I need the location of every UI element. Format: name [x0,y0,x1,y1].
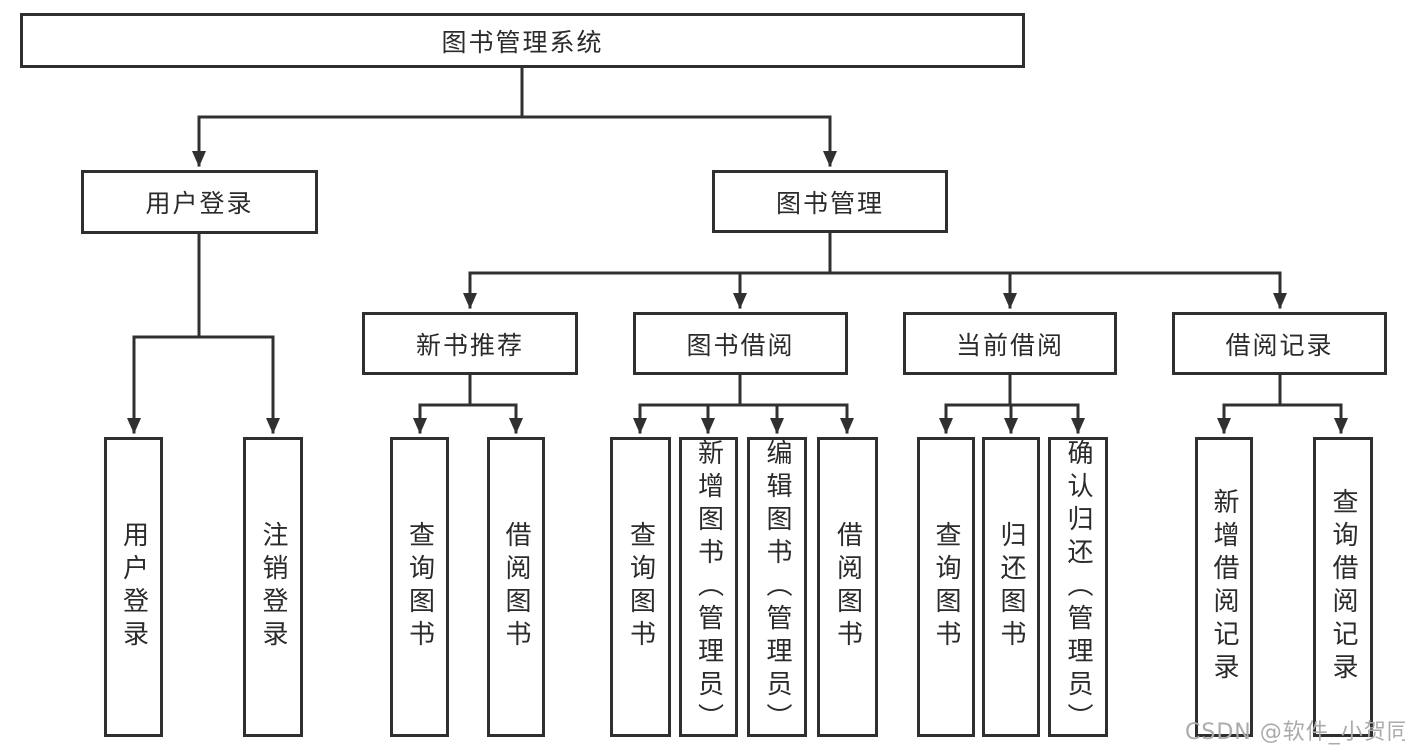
leaf-add-book-admin: 新增图书（管理员） [679,437,738,737]
leaf-label: 借阅图书 [832,521,863,653]
node-label: 图书借阅 [686,330,795,360]
leaf-return-books: 归还图书 [982,437,1040,737]
leaf-label: 用户登录 [118,521,149,653]
leaf-label: 查询借阅记录 [1328,488,1358,686]
leaf-logout: 注销登录 [243,437,303,737]
leaf-label: 新增图书（管理员） [693,438,724,736]
leaf-query-borrow-record: 查询借阅记录 [1313,437,1373,737]
node-label: 图书管理 [775,188,884,218]
leaf-query-books-recommend: 查询图书 [390,437,449,737]
leaf-query-books-current: 查询图书 [917,437,975,737]
leaf-borrow-books-recommend: 借阅图书 [487,437,545,737]
leaf-label: 查询图书 [404,521,435,653]
node-label: 当前借阅 [955,330,1064,360]
leaf-label: 查询图书 [625,521,656,653]
leaf-label: 查询图书 [931,521,961,653]
leaf-label: 确认归还（管理员） [1063,438,1093,736]
leaf-edit-book-admin: 编辑图书（管理员） [747,437,807,737]
node-label: 借阅记录 [1225,330,1334,360]
leaf-label: 编辑图书（管理员） [762,438,792,736]
csdn-watermark: CSDN @软件_小贺同学 [1185,720,1405,745]
leaf-label: 注销登录 [258,521,288,653]
node-library-management-system: 图书管理系统 [20,13,1025,68]
node-new-book-recommendation: 新书推荐 [362,312,578,375]
leaf-borrow-books: 借阅图书 [817,437,878,737]
node-current-borrowing: 当前借阅 [903,312,1117,375]
leaf-label: 新增借阅记录 [1209,488,1239,686]
node-label: 用户登录 [145,189,254,218]
leaf-label: 借阅图书 [501,521,531,653]
node-borrowing-records: 借阅记录 [1172,312,1387,375]
leaf-query-books-borrow: 查询图书 [610,437,671,737]
node-user-login: 用户登录 [81,170,318,234]
leaf-add-borrow-record: 新增借阅记录 [1195,437,1253,737]
leaf-user-login: 用户登录 [104,437,163,737]
node-label: 图书管理系统 [441,27,604,57]
leaf-confirm-return-admin: 确认归还（管理员） [1048,437,1108,737]
node-label: 新书推荐 [415,330,524,360]
leaf-label: 归还图书 [996,521,1026,653]
node-book-borrowing: 图书借阅 [633,312,848,375]
node-book-management: 图书管理 [712,170,948,233]
